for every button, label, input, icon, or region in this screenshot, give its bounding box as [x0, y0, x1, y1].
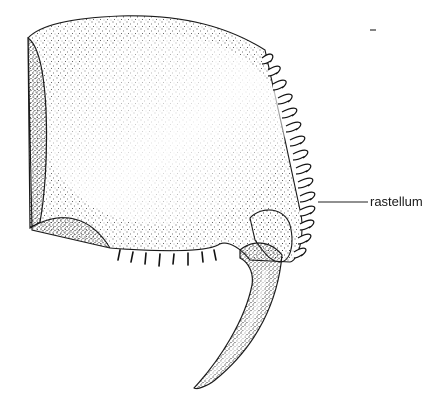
rastellum-label: rastellum [370, 194, 423, 209]
promarginal-spines [118, 250, 216, 266]
fang [194, 243, 282, 388]
rastellum-label-group: rastellum [318, 194, 423, 209]
